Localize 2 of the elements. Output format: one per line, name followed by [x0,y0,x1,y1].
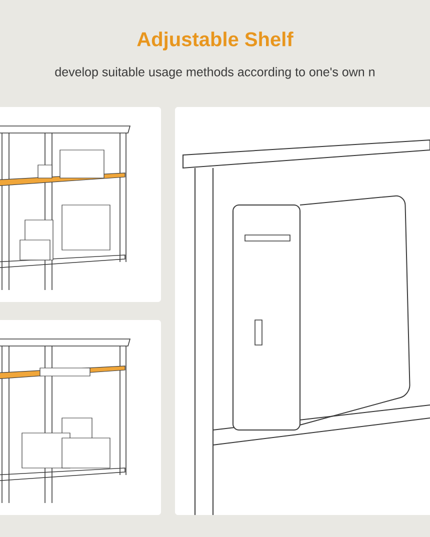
title: Adjustable Shelf [137,32,294,50]
subtitle: develop suitable usage methods according to one's own n [55,67,374,79]
